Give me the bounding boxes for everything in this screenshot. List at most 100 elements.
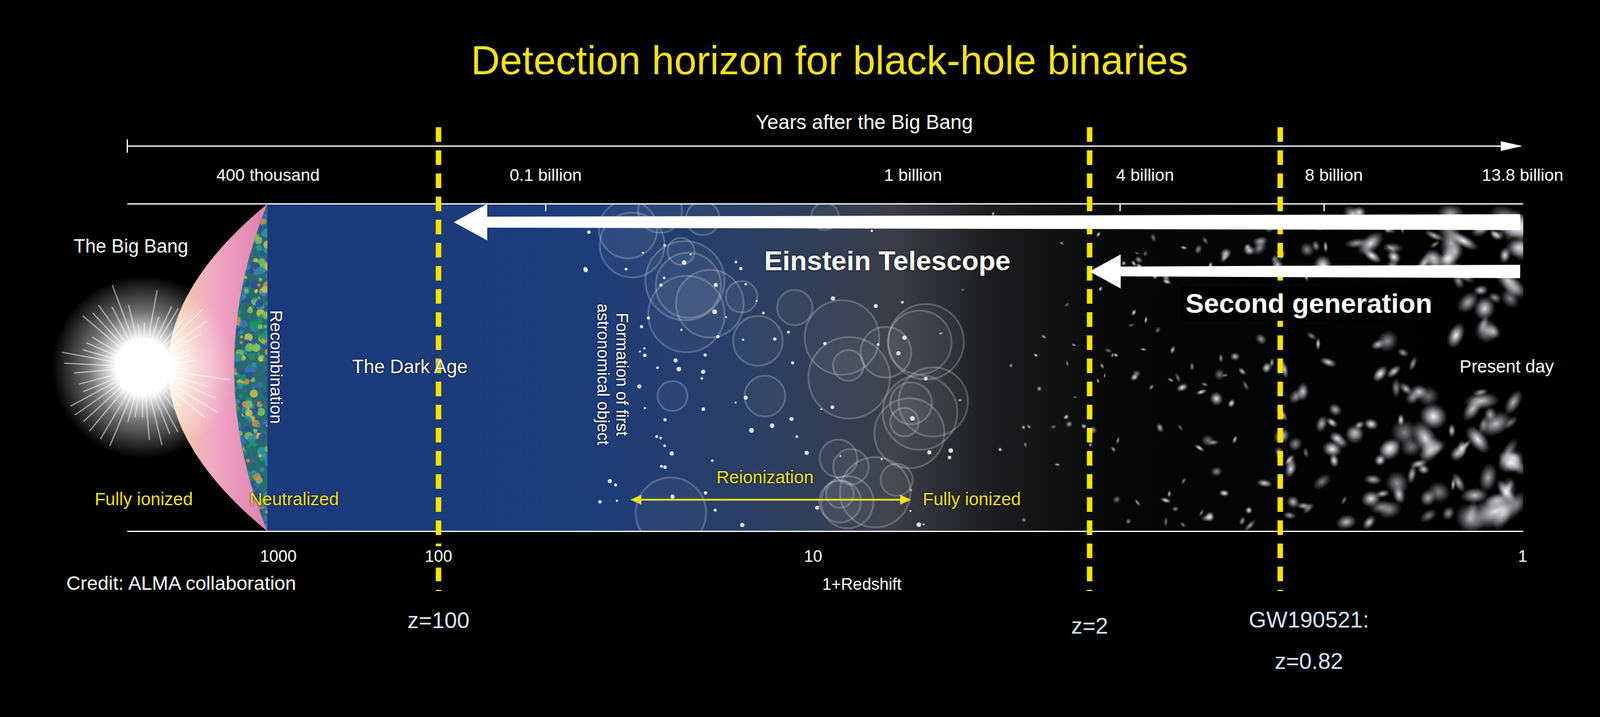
cmb-speck bbox=[226, 269, 234, 277]
galaxy bbox=[1237, 515, 1247, 527]
star bbox=[923, 377, 928, 381]
cmb-speck bbox=[218, 488, 226, 497]
galaxy bbox=[1058, 240, 1065, 247]
galaxy bbox=[1371, 451, 1389, 469]
cmb-speck bbox=[222, 202, 230, 209]
cmb-speck bbox=[252, 227, 258, 232]
ionized-bubble bbox=[777, 289, 813, 326]
star bbox=[663, 444, 666, 448]
galaxy bbox=[1115, 436, 1122, 446]
cmb-speck bbox=[221, 216, 230, 225]
galaxy bbox=[1229, 351, 1242, 362]
galaxy bbox=[1199, 235, 1211, 247]
cmb-speck bbox=[204, 514, 208, 519]
star bbox=[880, 458, 884, 462]
cmb-speck bbox=[247, 308, 253, 314]
cmb-speck bbox=[247, 224, 256, 232]
galaxy bbox=[1452, 286, 1484, 318]
star bbox=[749, 428, 755, 434]
cmb-speck bbox=[250, 261, 259, 270]
galaxy bbox=[1230, 434, 1239, 446]
cmb-speck bbox=[251, 362, 258, 368]
galaxy bbox=[1128, 372, 1141, 384]
galaxy bbox=[1395, 346, 1410, 360]
cmb-speck bbox=[236, 493, 240, 497]
cmb-speck bbox=[215, 482, 220, 487]
cmb-speck bbox=[219, 258, 227, 266]
cmb-speck bbox=[258, 250, 266, 258]
star bbox=[902, 335, 907, 340]
cmb-speck bbox=[238, 266, 244, 272]
cmb-speck bbox=[242, 211, 246, 215]
cmb-speck bbox=[214, 205, 222, 214]
galaxy bbox=[1310, 470, 1335, 494]
axis-title: Years after the Big Bang bbox=[755, 110, 974, 134]
cmb-speck bbox=[248, 353, 256, 360]
cmb-speck bbox=[203, 242, 207, 246]
time-axis bbox=[127, 145, 1505, 147]
cmb-speck bbox=[218, 302, 221, 305]
star bbox=[820, 408, 823, 411]
cmb-speck bbox=[230, 474, 235, 479]
time-tick-label: 8 billion bbox=[1305, 165, 1364, 186]
cmb-speck bbox=[217, 517, 226, 526]
star bbox=[741, 338, 745, 342]
cmb-speck bbox=[250, 200, 259, 209]
star bbox=[874, 303, 878, 308]
cmb-speck bbox=[197, 459, 206, 468]
cmb-speck bbox=[235, 458, 244, 466]
galaxy bbox=[1179, 244, 1188, 251]
galaxy bbox=[1372, 325, 1404, 357]
cmb-speck bbox=[233, 306, 239, 312]
cmb-speck bbox=[264, 452, 272, 460]
cmb-speck bbox=[247, 518, 255, 527]
cmb-speck bbox=[242, 501, 251, 510]
star bbox=[786, 330, 790, 334]
cmb-speck bbox=[241, 257, 247, 262]
galaxy bbox=[1335, 437, 1350, 451]
cmb-speck bbox=[202, 205, 208, 211]
star bbox=[643, 407, 647, 410]
cmb-speck bbox=[204, 517, 208, 521]
cmb-speck bbox=[236, 506, 240, 510]
star bbox=[638, 350, 642, 354]
cmb-speck bbox=[233, 353, 243, 363]
galaxy bbox=[1064, 419, 1074, 430]
cmb-speck bbox=[228, 307, 237, 316]
galaxy bbox=[1153, 325, 1163, 335]
cmb-speck bbox=[251, 470, 257, 476]
cmb-speck bbox=[205, 487, 209, 491]
cmb-speck bbox=[207, 250, 212, 256]
cmb-speck bbox=[214, 452, 223, 460]
cmb-speck bbox=[220, 204, 223, 208]
cmb-speck bbox=[255, 244, 263, 251]
star bbox=[926, 450, 932, 455]
cmb-speck bbox=[251, 368, 256, 373]
cmb-speck bbox=[252, 240, 256, 245]
cmb-speck bbox=[198, 520, 204, 526]
cmb-speck bbox=[264, 306, 268, 311]
cmb-speck bbox=[224, 255, 233, 264]
epoch-label: The Dark Age bbox=[352, 356, 468, 379]
cmb-speck bbox=[212, 507, 219, 513]
cmb-speck bbox=[247, 224, 256, 233]
cmb-speck bbox=[230, 288, 236, 293]
cmb-speck bbox=[213, 281, 219, 287]
time-tick-label: 13.8 billion bbox=[1481, 165, 1564, 186]
cmb-speck bbox=[239, 374, 247, 382]
redshift-tick-label: 1000 bbox=[260, 547, 297, 567]
star bbox=[681, 260, 686, 265]
cmb-speck bbox=[214, 430, 218, 434]
star bbox=[701, 407, 706, 412]
event-label: GW190521: z=0.82 bbox=[1229, 599, 1389, 684]
ionized-bubble bbox=[744, 375, 786, 417]
state-label: Fully ionized bbox=[922, 489, 1021, 510]
cmb-speck bbox=[227, 520, 234, 526]
cmb-speck bbox=[200, 461, 205, 466]
galaxy bbox=[1310, 239, 1322, 254]
cmb-speck bbox=[245, 513, 253, 521]
cmb-speck bbox=[241, 263, 249, 270]
cmb-speck bbox=[220, 286, 226, 292]
cmb-speck bbox=[238, 481, 242, 485]
cmb-speck bbox=[213, 257, 217, 261]
